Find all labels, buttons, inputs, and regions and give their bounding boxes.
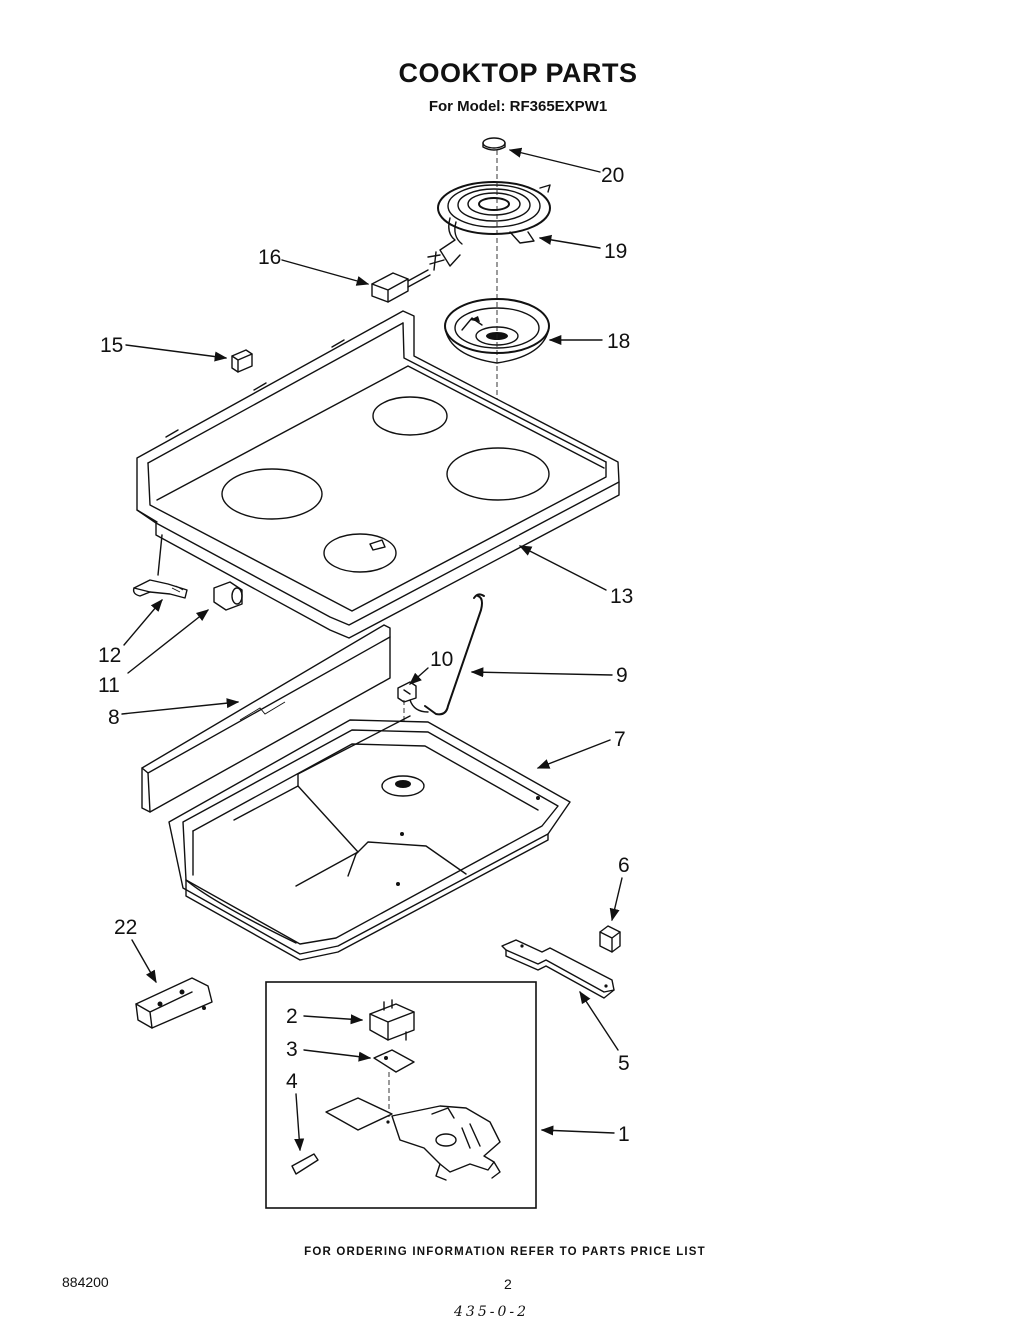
callout-4: 4 (286, 1070, 298, 1093)
part-12-wire-connector (132, 534, 188, 599)
part-20-cap (482, 137, 506, 151)
callout-15: 15 (100, 334, 123, 357)
part-10-clip (397, 681, 417, 703)
callout-5: 5 (618, 1052, 630, 1075)
callout-18: 18 (607, 330, 630, 353)
callout-6: 6 (618, 854, 630, 877)
part-22-angle-bracket (135, 977, 213, 1029)
ordering-note: FOR ORDERING INFORMATION REFER TO PARTS … (304, 1246, 706, 1258)
part-5-bracket (501, 939, 615, 999)
part-13-main-cooktop (136, 310, 620, 639)
callout-labels: 20 19 16 18 15 13 12 11 8 10 9 7 6 5 22 … (98, 164, 633, 1146)
part-4-label (291, 1153, 319, 1175)
callout-8: 8 (108, 706, 120, 729)
part-3-plate (373, 1049, 415, 1118)
part-11-insulator-block (213, 581, 243, 611)
part-15-clip (231, 349, 253, 373)
page-title: COOKTOP PARTS (398, 58, 638, 88)
callout-1: 1 (618, 1123, 630, 1146)
callout-9: 9 (616, 664, 628, 687)
part-8-rear-strip (141, 624, 391, 813)
part-19-surface-element (427, 181, 551, 271)
callout-3: 3 (286, 1038, 298, 1061)
page-number: 2 (504, 1276, 512, 1292)
part-16-terminal-block (371, 269, 431, 303)
callout-16: 16 (258, 246, 281, 269)
part-6-block (599, 925, 621, 953)
callout-22: 22 (114, 916, 137, 939)
switch-assembly-box (265, 981, 537, 1209)
leader-lines (121, 147, 623, 1152)
document-number: 884200 (62, 1274, 109, 1290)
callout-11: 11 (98, 674, 120, 697)
model-subtitle: For Model: RF365EXPW1 (428, 98, 608, 115)
part-7-burner-box (168, 715, 571, 961)
part-2-switch (369, 999, 415, 1041)
callout-19: 19 (604, 240, 627, 263)
callout-20: 20 (601, 164, 624, 187)
callout-10: 10 (430, 648, 453, 671)
callout-2: 2 (286, 1005, 298, 1028)
handwritten-note: 435-0-2 (454, 1304, 529, 1320)
part-1-control-mount (325, 1097, 501, 1181)
callout-12: 12 (98, 644, 121, 667)
part-9-support-rod (409, 593, 485, 716)
callout-13: 13 (610, 585, 633, 608)
callout-7: 7 (614, 728, 626, 751)
